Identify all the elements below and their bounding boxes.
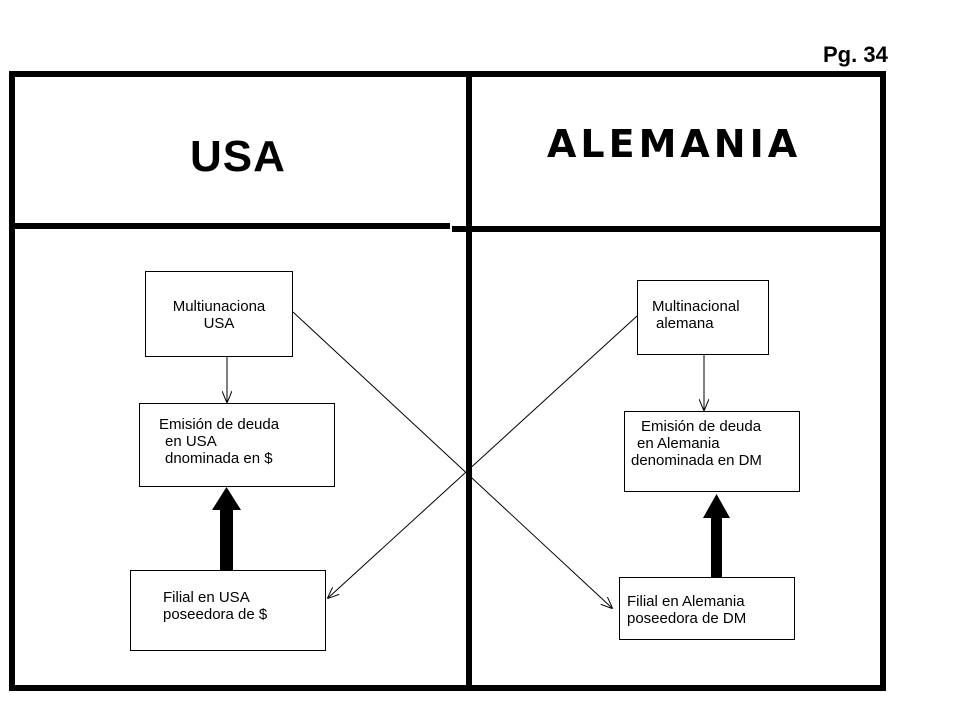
box-line: en USA bbox=[165, 433, 217, 450]
box-line: Filial en USA bbox=[163, 589, 250, 606]
box-line: poseedora de $ bbox=[163, 606, 268, 623]
thick-arrow-germany-subsidiary-to-debt bbox=[703, 494, 730, 577]
box-debt-issue-germany: Emisión de deuda en Alemania denominada … bbox=[624, 411, 800, 492]
cross-arrow-usa-to-germany bbox=[292, 311, 612, 608]
box-debt-issue-usa: Emisión de deuda en USA dnominada en $ bbox=[139, 403, 335, 487]
box-line: Multiunaciona bbox=[172, 298, 266, 315]
page-number: Pg. 34 bbox=[823, 42, 888, 67]
box-subsidiary-germany: Filial en Alemania poseedora de DM bbox=[619, 577, 795, 640]
box-line: alemana bbox=[656, 315, 714, 332]
box-line: Emisión de deuda bbox=[641, 418, 762, 435]
box-line: USA bbox=[203, 315, 235, 332]
box-line: denominada en DM bbox=[631, 452, 762, 469]
box-multinational-usa: Multiunaciona USA bbox=[145, 271, 293, 357]
box-line: Multinacional bbox=[652, 298, 740, 315]
box-line: en Alemania bbox=[637, 435, 720, 452]
box-line: poseedora de DM bbox=[627, 610, 747, 627]
thick-arrow-usa-subsidiary-to-debt bbox=[212, 487, 241, 570]
box-subsidiary-usa: Filial en USA poseedora de $ bbox=[130, 570, 326, 651]
outer-border bbox=[9, 71, 886, 691]
heading-usa: USA bbox=[190, 132, 286, 181]
box-line: Emisión de deuda bbox=[159, 416, 280, 433]
box-line: dnominada en $ bbox=[165, 450, 273, 467]
heading-alemania: ALEMANIA bbox=[547, 122, 802, 166]
box-line: Filial en Alemania bbox=[627, 593, 745, 610]
cross-arrow-germany-to-usa bbox=[328, 315, 638, 598]
box-multinational-germany: Multinacional alemana bbox=[637, 280, 769, 355]
